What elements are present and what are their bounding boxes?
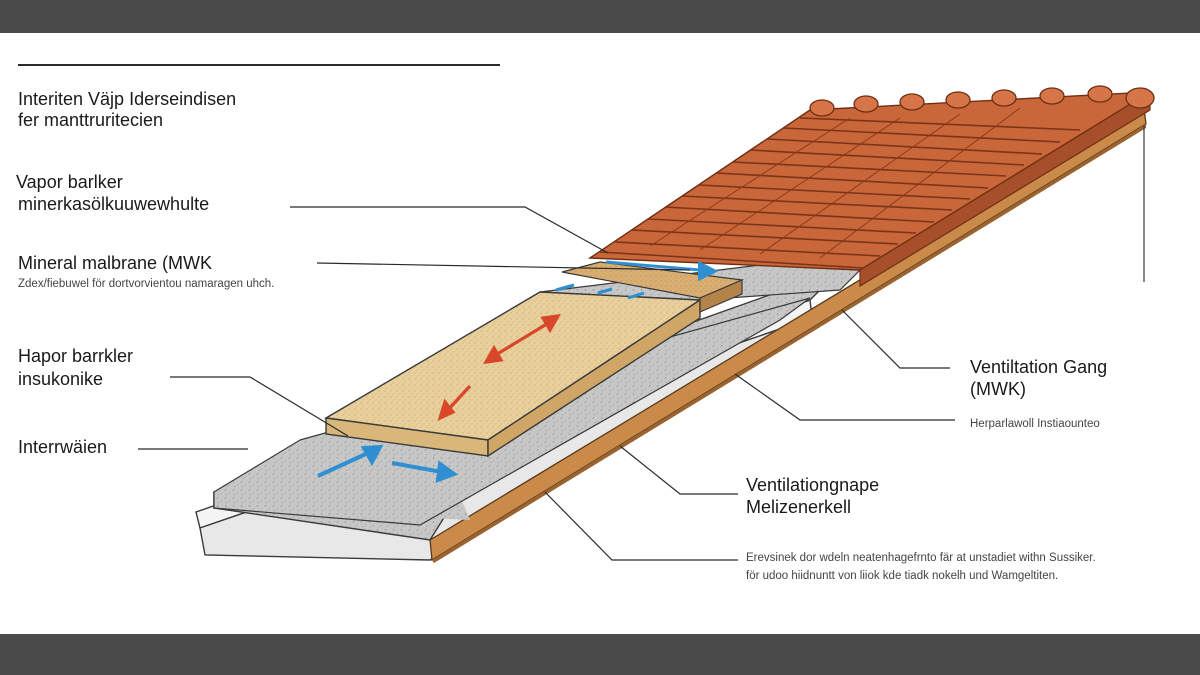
label-hapor-barrier-line2: insukonike (18, 369, 104, 389)
label-mineral-membrane: Mineral malbrane (MWK (18, 253, 213, 273)
leader-lines (138, 206, 955, 561)
vapor-arrows (437, 313, 561, 421)
label-ventilation-gang-note: Herparlawoll Instiaounteo (970, 418, 1100, 430)
label-left-title-line1: Interiten Väjp Iderseindisen (18, 89, 237, 109)
label-vapor-barrier-1-line2: minerkasölkuuwewhulte (18, 194, 210, 214)
title-rule (18, 64, 500, 66)
label-ventilation-gang-line1: Ventiltation Gang (970, 357, 1108, 377)
top-frame-bar (0, 0, 1200, 33)
label-vapor-barrier-1-line1: Vapor barlker (16, 172, 123, 192)
label-hapor-barrier-line1: Hapor barrkler (18, 346, 134, 366)
bottom-note-line1: Erevsinek dor wdeln neatenhagefrnto fär … (746, 552, 1096, 564)
batten-strip (561, 261, 745, 313)
label-ventilation-gang-line2: (MWK) (970, 379, 1026, 399)
label-left-title-line2: fer manttruritecien (18, 110, 164, 130)
bottom-note-line2: för udoo hiidnuntt von liiok kde tiadk n… (746, 570, 1059, 582)
bottom-frame-bar (0, 634, 1200, 675)
insulation-board (323, 291, 703, 458)
label-ventilation-nape-line2: Melizenerkell (746, 497, 852, 517)
label-interwaien: Interrwäien (18, 437, 108, 457)
roof-tiles (587, 85, 1155, 288)
airflow-arrows (317, 260, 719, 484)
label-mineral-membrane-note: Zdex/fiebuwel för dortvorvientou namarag… (18, 278, 275, 290)
label-ventilation-nape-line1: Ventilationgnape (746, 475, 880, 495)
